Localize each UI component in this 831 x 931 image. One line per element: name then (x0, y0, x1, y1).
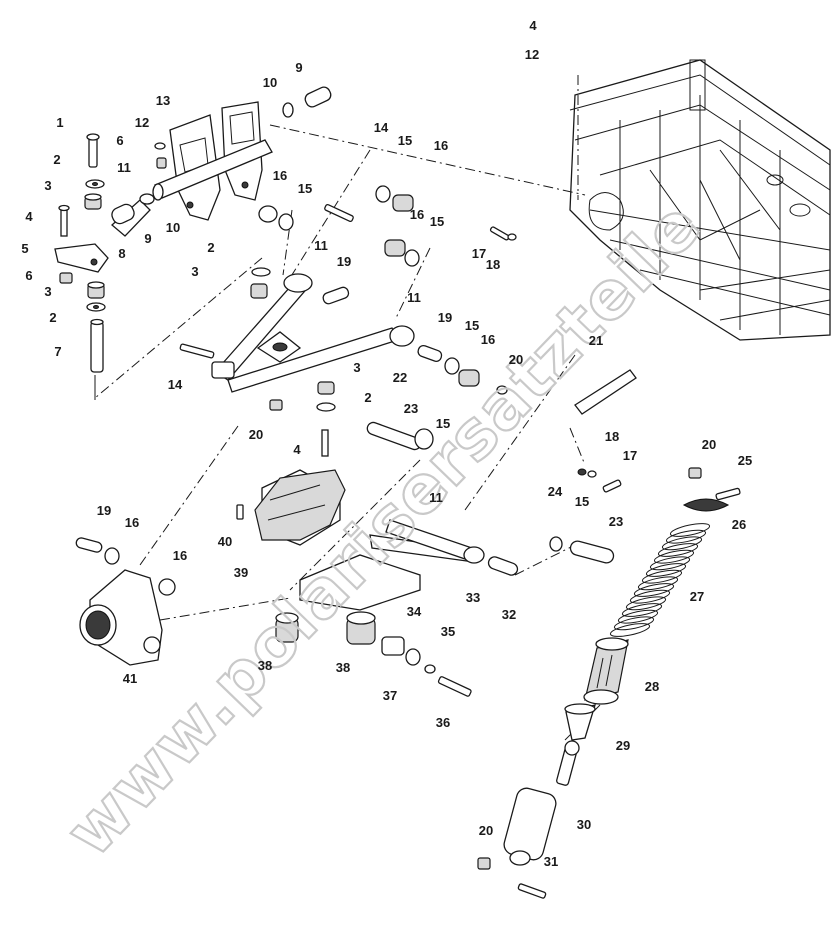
coil-spring (609, 523, 711, 637)
callout-15: 15 (298, 181, 312, 196)
callout-35: 35 (441, 624, 455, 639)
shock-assembly (477, 637, 629, 899)
callout-20: 20 (702, 437, 716, 452)
callout-16: 16 (273, 168, 287, 183)
callout-13: 13 (156, 93, 170, 108)
callout-2: 2 (53, 152, 60, 167)
callout-11: 11 (429, 490, 443, 505)
callout-19: 19 (438, 310, 452, 325)
callout-8: 8 (118, 246, 125, 261)
callout-31: 31 (544, 854, 558, 869)
callout-1: 1 (56, 115, 63, 130)
callout-11: 11 (407, 290, 421, 305)
upper-a-arm (179, 273, 415, 457)
callout-2: 2 (207, 240, 214, 255)
callout-17: 17 (472, 246, 486, 261)
callout-2: 2 (364, 390, 371, 405)
callout-22: 22 (393, 370, 407, 385)
callout-25: 25 (738, 453, 752, 468)
callout-6: 6 (25, 268, 32, 283)
callout-23: 23 (609, 514, 623, 529)
callout-4: 4 (25, 209, 33, 224)
callout-3: 3 (44, 284, 51, 299)
callout-38: 38 (336, 660, 350, 675)
lower-bushings (366, 421, 615, 564)
callout-30: 30 (577, 817, 591, 832)
callout-11: 11 (117, 160, 131, 175)
callout-3: 3 (44, 178, 51, 193)
callout-20: 20 (509, 352, 523, 367)
stabilizer-bar-hardware (574, 369, 741, 512)
callout-32: 32 (502, 607, 516, 622)
callout-39: 39 (234, 565, 248, 580)
callout-20: 20 (479, 823, 493, 838)
callout-5: 5 (21, 241, 28, 256)
callout-23: 23 (404, 401, 418, 416)
callout-28: 28 (645, 679, 659, 694)
callout-9: 9 (295, 60, 302, 75)
steering-knuckle (75, 537, 176, 666)
callout-12: 12 (135, 115, 149, 130)
callout-16: 16 (173, 548, 187, 563)
callout-16: 16 (125, 515, 139, 530)
callout-4: 4 (293, 442, 301, 457)
callout-3: 3 (191, 264, 198, 279)
skid-guard (254, 469, 346, 541)
callout-16: 16 (481, 332, 495, 347)
callout-7: 7 (54, 344, 61, 359)
callout-21: 21 (589, 333, 603, 348)
callout-34: 34 (407, 604, 422, 619)
callout-36: 36 (436, 715, 450, 730)
callout-14: 14 (168, 377, 183, 392)
callout-40: 40 (218, 534, 232, 549)
leader-lines (94, 75, 601, 741)
rubber-bushings (275, 611, 472, 697)
callout-10: 10 (263, 75, 277, 90)
callout-4: 4 (529, 18, 537, 33)
callout-19: 19 (337, 254, 351, 269)
callout-15: 15 (430, 214, 444, 229)
callout-38: 38 (258, 658, 272, 673)
callout-19: 19 (97, 503, 111, 518)
callout-2: 2 (49, 310, 56, 325)
callout-24: 24 (548, 484, 563, 499)
callout-17: 17 (623, 448, 637, 463)
callout-6: 6 (116, 133, 123, 148)
callout-20: 20 (249, 427, 263, 442)
callout-18: 18 (605, 429, 619, 444)
left-hardware-stack (54, 133, 109, 400)
bracket-assembly (111, 86, 332, 237)
callout-29: 29 (616, 738, 630, 753)
callout-27: 27 (690, 589, 704, 604)
callout-41: 41 (123, 671, 137, 686)
callout-3: 3 (353, 360, 360, 375)
callout-10: 10 (166, 220, 180, 235)
callout-16: 16 (410, 207, 424, 222)
callout-11: 11 (314, 238, 328, 253)
callout-18: 18 (486, 257, 500, 272)
callout-9: 9 (144, 231, 151, 246)
callout-15: 15 (575, 494, 589, 509)
callout-16: 16 (434, 138, 448, 153)
vehicle-frame (569, 59, 831, 341)
callout-33: 33 (466, 590, 480, 605)
callout-12: 12 (525, 47, 539, 62)
upper-bushings (250, 185, 517, 395)
callout-14: 14 (374, 120, 389, 135)
callout-15: 15 (398, 133, 412, 148)
callout-15: 15 (436, 416, 450, 431)
callout-15: 15 (465, 318, 479, 333)
callout-37: 37 (383, 688, 397, 703)
callout-26: 26 (732, 517, 746, 532)
